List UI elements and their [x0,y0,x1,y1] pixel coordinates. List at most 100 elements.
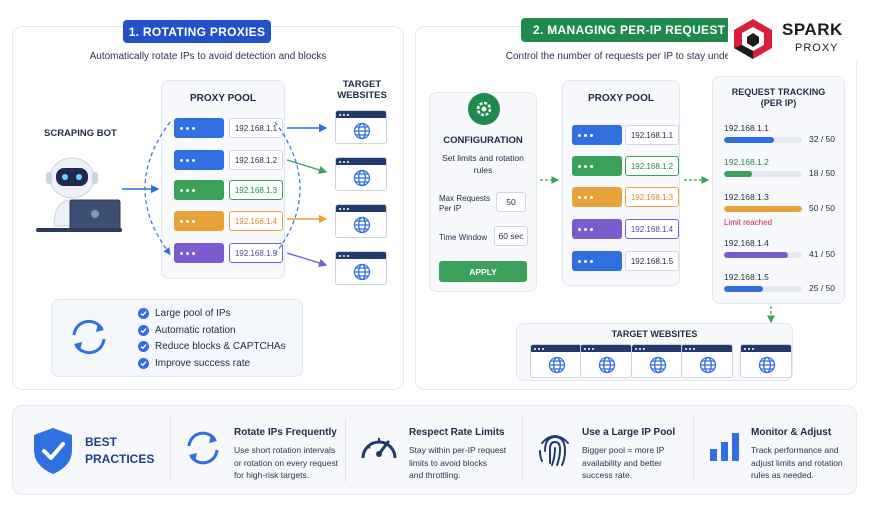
managing-limits-title: 2. MANAGING PER-IP REQUEST LIMITS [521,18,753,42]
proxy-server-icon [572,125,622,145]
apply-button[interactable]: APPLY [439,261,527,282]
rotating-proxies-title: 1. ROTATING PROXIES [123,20,271,43]
time-window-label: Time Window [439,233,488,242]
proxy-ip-label: 192.168.1.4 [625,219,679,239]
target-title-line-1: TARGET [342,79,382,90]
tracking-bar [724,171,802,177]
request-tracking-card [712,76,845,304]
tracking-ip: 192.168.1.2 [724,157,769,167]
request-tracking-title: REQUEST TRACKING (PER IP) [712,87,845,109]
proxy-ip-label: 192.168.1.4 [229,211,283,231]
proxy-ip-label: 192.168.1.5 [625,251,679,271]
best-practice-title: Rotate IPs Frequently [234,427,337,438]
best-practice-text: and throttling. [409,470,461,480]
globe-icon [353,263,371,281]
best-practice-text: limits to avoid blocks [409,457,487,468]
proxy-server-icon [572,187,622,207]
tracking-ip: 192.168.1.1 [724,123,769,133]
target-website [580,344,632,378]
tracking-bar-fill [724,171,753,177]
max-requests-label: Max Requests Per IP [439,194,490,214]
target-websites-title: TARGET WEBSITES [330,79,394,101]
check-icon [138,324,149,336]
globe-icon [649,356,667,374]
benefit-label: Reduce blocks & CAPTCHAs [155,341,286,352]
browser-bar [632,345,682,352]
tracking-count: 32 / 50 [809,134,835,144]
config-flow-arrows [540,176,775,324]
globe-icon [353,169,371,187]
bp-divider-1 [170,418,171,482]
brand-name-line-1: SPARK [782,20,843,39]
tracking-bar-fill [724,206,802,212]
benefit-item: Improve success rate [138,357,250,369]
browser-bar [682,345,732,352]
bp-divider-2 [345,418,346,482]
bar-chart-icon [710,433,739,461]
tracking-count: 18 / 50 [809,168,835,178]
proxy-server-icon [572,219,622,239]
best-practice-text: Use short rotation intervals [234,445,336,455]
benefit-item: Reduce blocks & CAPTCHAs [138,341,286,352]
best-practice-text: Stay within per-IP request [409,445,507,455]
proxy-server-icon [572,251,622,271]
tracking-ip: 192.168.1.5 [724,272,769,282]
globe-icon [548,356,566,374]
proxy-pool-title: PROXY POOL [190,93,256,104]
benefits-box [51,299,303,377]
best-practice-text: for high-risk targets. [234,470,310,480]
tracking-bar-fill [724,286,763,292]
scraping-bot-label: SCRAPING BOT [44,128,117,139]
benefit-label: Large pool of IPs [155,308,231,319]
time-window-input[interactable]: 60 sec [494,226,528,246]
request-tracking-title-line-2: (PER IP) [760,98,797,108]
proxy-server-icon [174,150,224,170]
proxy-server-icon [174,243,224,263]
target-website [740,344,792,378]
speedometer-icon [361,438,397,459]
max-requests-input[interactable]: 50 [496,192,526,212]
best-practice-text: success rate. [582,470,633,480]
browser-bar [741,345,791,352]
browser-bar [531,345,581,352]
best-practices-title-line-1: BEST [85,435,118,449]
proxy-server-icon [174,180,224,200]
proxy-server-icon [174,118,224,138]
target-website [681,344,733,378]
proxy-ip-label: 192.168.1.3 [229,180,283,200]
tracking-bar [724,286,802,292]
proxy-ip-label: 192.168.1.1 [229,118,283,138]
limit-reached-label: Limit reached [724,218,773,227]
browser-bar [336,252,386,259]
best-practice-text: or rotation on every request [234,457,338,468]
refresh-icon [72,319,106,355]
globe-icon [353,216,371,234]
rotating-proxies-subtitle: Automatically rotate IPs to avoid detect… [89,51,327,62]
fingerprint-icon [539,435,569,466]
benefit-label: Automatic rotation [155,324,236,336]
configuration-desc: Set limits and rotation rules [429,152,537,176]
tracking-ip: 192.168.1.4 [724,238,769,248]
globe-icon [598,356,616,374]
target-websites-title-right: TARGET WEBSITES [611,329,698,339]
target-website [335,110,387,144]
best-practice-title: Monitor & Adjust [751,427,832,438]
best-practice-text: Bigger pool = more IP [582,445,665,455]
tracking-bar-fill [724,252,788,258]
check-icon [138,308,149,319]
globe-icon [758,356,776,374]
best-practices-title-line-2: PRACTICES [85,452,155,466]
gear-icon [468,93,500,125]
proxy-ip-label: 192.168.1.2 [625,156,679,176]
best-practice-text: Track performance and [751,445,839,455]
max-requests-label-line-1: Max Requests [439,194,491,203]
proxy-server-icon [572,156,622,176]
target-website [335,204,387,238]
tracking-count: 25 / 50 [809,283,835,293]
configuration-desc-line-1: Set limits and rotation [442,153,524,163]
rotation-arrows [122,121,328,267]
proxy-ip-label: 192.168.1.1 [625,125,679,145]
proxy-server-icon [174,211,224,231]
bp-divider-4 [693,418,694,482]
brand-name-line-2: PROXY [795,42,839,54]
